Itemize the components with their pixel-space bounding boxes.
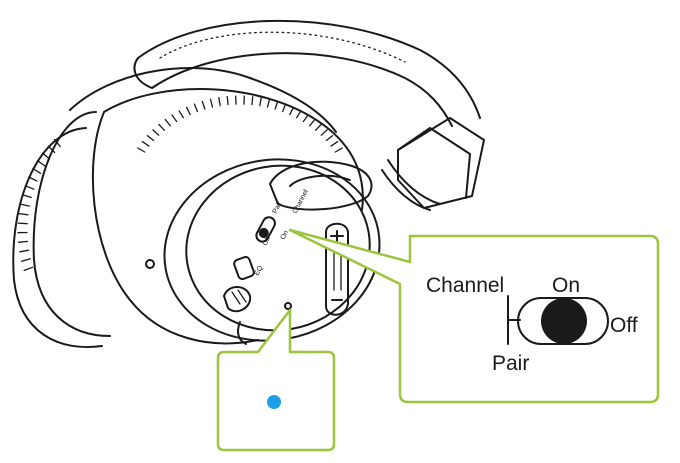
ridge-tick bbox=[226, 95, 229, 106]
ridge-tick bbox=[158, 123, 166, 131]
ridge-tick bbox=[185, 106, 191, 116]
ridge-tick bbox=[141, 140, 150, 147]
led-callout bbox=[216, 308, 336, 452]
ridge-tick bbox=[28, 176, 38, 182]
blue-led-light bbox=[267, 395, 281, 409]
ridge-tick bbox=[137, 147, 146, 153]
callout-pair-label: Pair bbox=[492, 352, 529, 375]
ridge-tick bbox=[325, 134, 334, 142]
ridge-tick bbox=[164, 118, 171, 127]
ridge-tick bbox=[21, 194, 32, 199]
callout-on-label: On bbox=[552, 274, 580, 297]
switch-callout: Channel On Off Pair bbox=[288, 228, 660, 404]
ridge-tick bbox=[19, 249, 30, 253]
ridge-tick bbox=[281, 103, 287, 113]
ear-cup bbox=[91, 88, 381, 345]
ridge-tick bbox=[314, 123, 322, 131]
eq-button: EQ bbox=[233, 255, 265, 281]
cable-port bbox=[269, 160, 373, 211]
ridge-tick bbox=[152, 129, 160, 136]
power-wheel bbox=[223, 286, 252, 345]
ridge-tick bbox=[36, 159, 46, 167]
hinge-block bbox=[381, 117, 485, 211]
callout-off-label: Off bbox=[610, 314, 638, 337]
ridge-tick bbox=[309, 118, 316, 127]
ridge-tick bbox=[193, 103, 199, 113]
ridge-tick bbox=[218, 97, 221, 107]
ridge-tick bbox=[296, 110, 302, 119]
cushion-ticks bbox=[17, 138, 61, 272]
ridge-tick bbox=[259, 97, 262, 107]
cup-pair-label: Pair bbox=[272, 200, 284, 215]
ridge-tick bbox=[330, 140, 339, 147]
ridge-tick bbox=[289, 106, 295, 116]
slide-switch-knob bbox=[541, 298, 587, 344]
ridge-tick bbox=[334, 147, 343, 153]
ridge-tick bbox=[201, 100, 206, 110]
ridge-tick bbox=[146, 134, 155, 142]
ridge-tick bbox=[266, 98, 271, 108]
cup-ticks bbox=[137, 95, 343, 153]
ridge-tick bbox=[17, 222, 28, 225]
ridge-tick bbox=[320, 129, 328, 136]
ridge-tick bbox=[32, 167, 42, 174]
ridge-tick bbox=[302, 114, 309, 123]
cup-off-label: Off bbox=[262, 235, 273, 246]
cup-channel-label: Channel bbox=[292, 188, 311, 215]
cup-on-label: On bbox=[280, 229, 291, 241]
ridge-tick bbox=[178, 110, 184, 119]
led-indicator bbox=[284, 302, 292, 310]
volume-rocker bbox=[325, 222, 349, 316]
ridge-tick bbox=[24, 185, 35, 190]
ridge-tick bbox=[17, 240, 29, 243]
ridge-tick bbox=[171, 114, 178, 123]
ridge-tick bbox=[41, 152, 51, 160]
ridge-tick bbox=[18, 212, 29, 216]
ridge-tick bbox=[53, 138, 61, 148]
ridge-tick bbox=[47, 145, 56, 154]
ridge-tick bbox=[23, 266, 34, 272]
ridge-tick bbox=[274, 100, 279, 110]
headband bbox=[133, 19, 481, 127]
ridge-tick bbox=[209, 98, 214, 108]
eq-label: EQ bbox=[254, 264, 265, 277]
ridge-tick bbox=[20, 258, 31, 262]
slide-switch-track bbox=[517, 297, 609, 345]
ridge-tick bbox=[251, 95, 254, 106]
callout-channel-label: Channel bbox=[426, 274, 504, 297]
cup-screw bbox=[145, 259, 155, 269]
cup-switch: Channel Pair On Off bbox=[255, 188, 311, 247]
ear-cushion bbox=[12, 67, 337, 348]
ridge-tick bbox=[19, 203, 30, 207]
